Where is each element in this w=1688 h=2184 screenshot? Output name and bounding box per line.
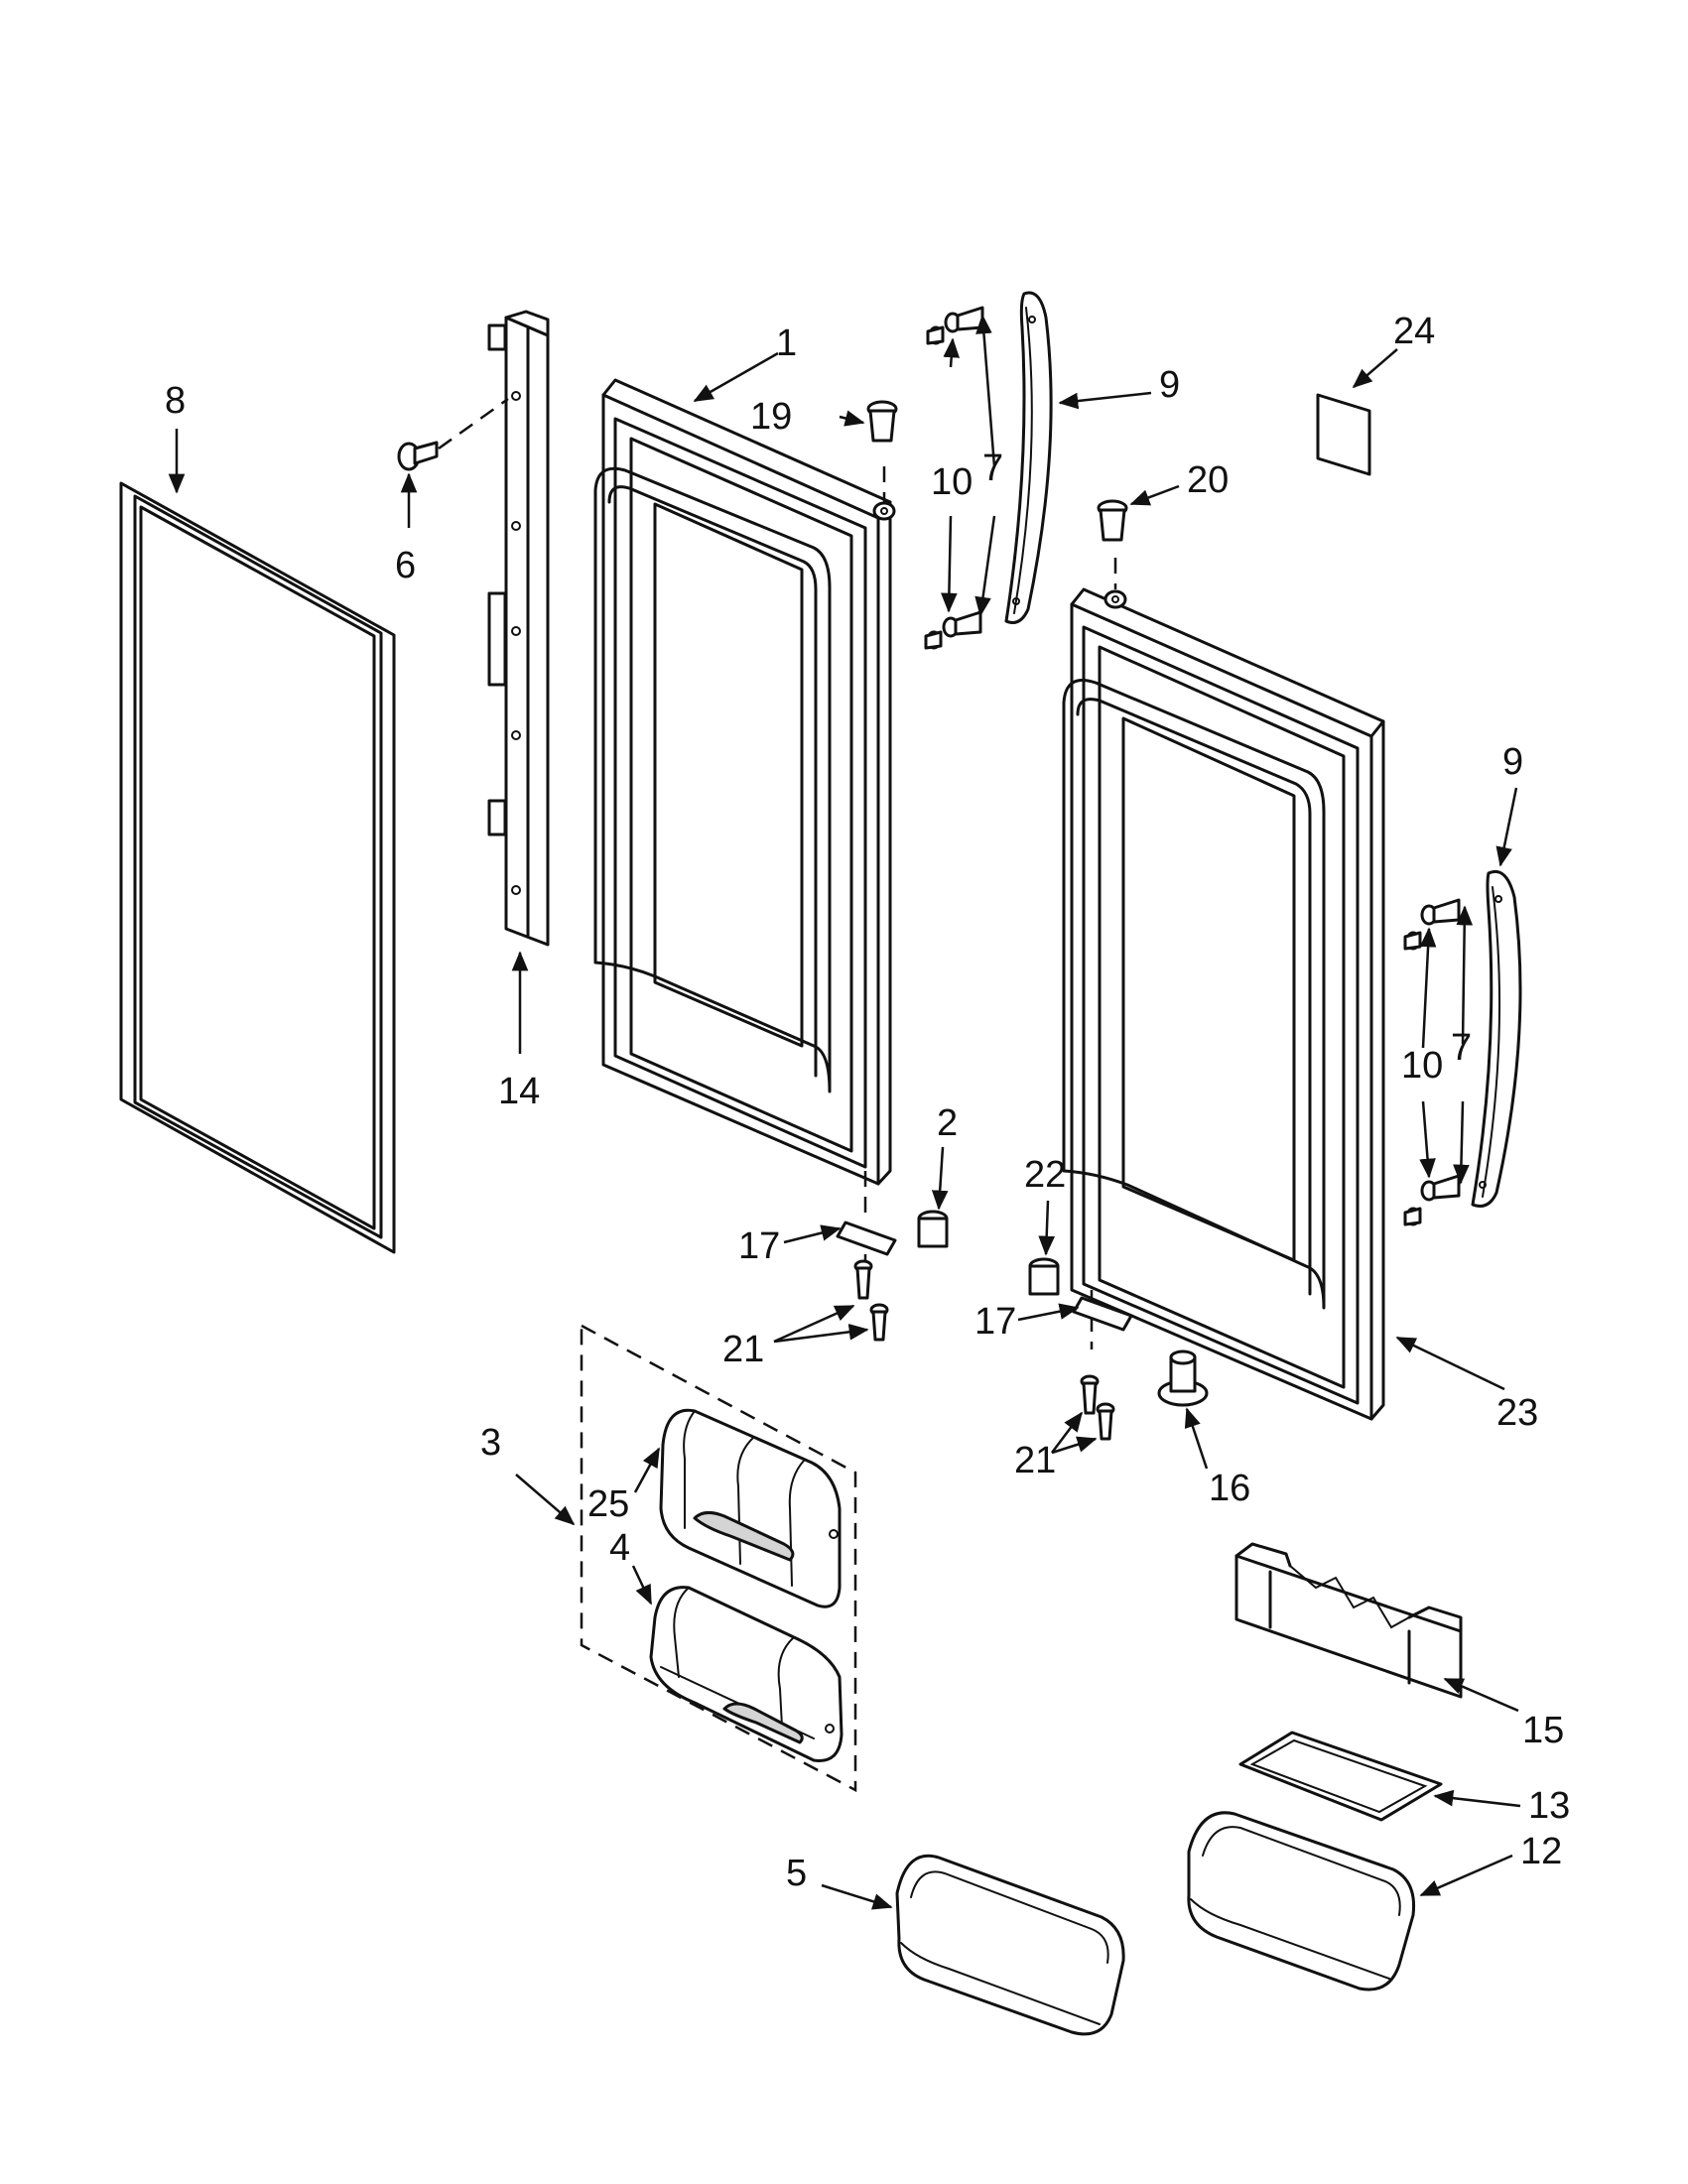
lower-hinge-left-part xyxy=(836,1220,897,1342)
callout-21-right: 21 xyxy=(1014,1440,1056,1481)
callout-8: 8 xyxy=(165,380,186,422)
bushing-22-part xyxy=(1028,1257,1060,1296)
bushing-20-part xyxy=(1097,499,1128,542)
bin-assembly-outline xyxy=(580,1323,857,1793)
right-door-part xyxy=(1062,558,1385,1421)
callout-9-upper: 9 xyxy=(1159,364,1180,406)
callout-2: 2 xyxy=(937,1102,958,1144)
bushing-19-part xyxy=(866,400,898,443)
callout-9-lower: 9 xyxy=(1502,741,1523,783)
callout-1: 1 xyxy=(776,322,797,364)
callout-13: 13 xyxy=(1528,1785,1570,1827)
bin-4-part xyxy=(649,1586,844,1762)
upper-handle-part xyxy=(924,291,1053,650)
callout-19: 19 xyxy=(750,396,792,438)
bin-12-part xyxy=(1187,1811,1416,1991)
callout-16: 16 xyxy=(1209,1468,1250,1509)
callout-labels: 1 8 6 19 9 20 24 10 7 14 9 10 7 2 22 17 … xyxy=(165,311,1570,1894)
egg-tray-15-part xyxy=(1234,1542,1463,1699)
callout-25: 25 xyxy=(587,1483,629,1525)
callout-10-lower: 10 xyxy=(1401,1045,1443,1087)
callout-17-left: 17 xyxy=(738,1225,780,1267)
screw-6-part xyxy=(397,397,509,471)
callout-10-upper: 10 xyxy=(931,461,973,503)
callout-14: 14 xyxy=(498,1071,540,1112)
callout-4: 4 xyxy=(609,1527,630,1569)
callout-24: 24 xyxy=(1393,311,1435,352)
callout-22: 22 xyxy=(1024,1154,1066,1196)
callout-6: 6 xyxy=(395,545,416,586)
callout-3: 3 xyxy=(480,1422,501,1464)
callout-5: 5 xyxy=(786,1853,807,1894)
callout-23: 23 xyxy=(1496,1392,1538,1434)
leader-lines xyxy=(168,314,1521,1910)
door-gasket-part xyxy=(119,481,396,1254)
callout-15: 15 xyxy=(1522,1710,1564,1751)
bushing-2-part xyxy=(917,1210,949,1248)
bin-5-part xyxy=(895,1854,1125,2036)
door-stop-16-part xyxy=(1157,1349,1209,1407)
bin-cover-25-part xyxy=(659,1408,842,1608)
callout-12: 12 xyxy=(1520,1831,1562,1872)
callout-21-left: 21 xyxy=(722,1329,764,1370)
label-24-part xyxy=(1316,393,1371,476)
callout-20: 20 xyxy=(1187,459,1229,501)
callout-7-lower: 7 xyxy=(1451,1027,1472,1069)
hinge-trim-strip-part xyxy=(487,310,550,947)
callout-7-upper: 7 xyxy=(982,448,1003,489)
lower-hinge-right-part xyxy=(1072,1296,1133,1441)
left-door-part xyxy=(593,378,896,1220)
shelf-lid-13-part xyxy=(1238,1731,1443,1822)
callout-17-right: 17 xyxy=(974,1301,1016,1343)
